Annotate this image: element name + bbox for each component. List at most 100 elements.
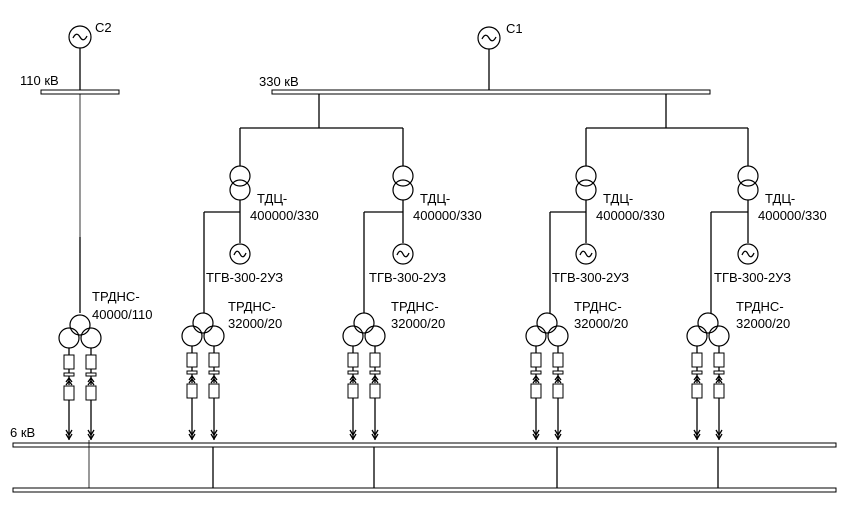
disconnector (85, 372, 97, 377)
plug-contact (532, 374, 540, 384)
breaker-box (552, 383, 564, 399)
winding-lv1 (342, 325, 364, 347)
bus-330kv-label: 330 кВ (259, 74, 299, 89)
breaker-box (691, 352, 703, 368)
breaker-box (186, 383, 198, 399)
plug-contact (87, 376, 95, 386)
step-up-transformer-label-line2: 400000/330 (596, 208, 665, 223)
bus-6kv-taps (88, 440, 719, 488)
breaker-box (63, 385, 75, 401)
winding-hv (575, 165, 597, 187)
breaker-box (691, 383, 703, 399)
plug-contact (65, 376, 73, 386)
generator-circle (737, 243, 759, 265)
plug-contact (715, 374, 723, 384)
winding-hv (737, 165, 759, 187)
disconnector (186, 370, 198, 375)
bus-6kv-section-a (12, 442, 837, 448)
plug-contact (210, 429, 218, 441)
auxiliary-transformer (686, 312, 730, 347)
plug-contact (349, 374, 357, 384)
step-up-transformer (229, 165, 251, 201)
disconnector (552, 370, 564, 375)
plug-contact (65, 429, 73, 441)
step-up-transformer-label-line2: 400000/330 (758, 208, 827, 223)
auxiliary-transformer-label-line1: ТРДНС- (736, 299, 784, 314)
reserve-aux-transformer (58, 314, 102, 349)
winding-lv (575, 179, 597, 201)
winding-lv1 (686, 325, 708, 347)
disconnector (369, 370, 381, 375)
bus-6kv-label: 6 кВ (10, 425, 35, 440)
auxiliary-transformer (181, 312, 225, 347)
breaker-box (186, 352, 198, 368)
step-up-transformer (737, 165, 759, 201)
breaker-box (63, 354, 75, 370)
disconnector (530, 370, 542, 375)
generator-wave (741, 250, 755, 258)
breaker-box (85, 354, 97, 370)
plug-contact (87, 429, 95, 441)
bus-330kv (271, 89, 711, 95)
disconnector (713, 370, 725, 375)
breaker-box (530, 383, 542, 399)
step-up-transformer-label-line1: ТДЦ- (603, 191, 633, 206)
auxiliary-transformer-label-line2: 32000/20 (736, 316, 790, 331)
auxiliary-transformer-label-line2: 32000/20 (391, 316, 445, 331)
plug-contact (715, 429, 723, 441)
auxiliary-transformer (525, 312, 569, 347)
step-up-transformer-label-line1: ТДЦ- (420, 191, 450, 206)
winding-lv1 (181, 325, 203, 347)
breaker-box (552, 352, 564, 368)
generator-circle (392, 243, 414, 265)
generator-label: ТГВ-300-2УЗ (206, 270, 283, 285)
winding-lv2 (203, 325, 225, 347)
auxiliary-transformer-label-line1: ТРДНС- (228, 299, 276, 314)
plug-contact (371, 374, 379, 384)
breaker-box (713, 383, 725, 399)
generator-label: ТГВ-300-2УЗ (552, 270, 629, 285)
hv-branches (239, 94, 749, 166)
generator-wave (396, 250, 410, 258)
switchgear-chain (691, 346, 703, 441)
step-up-transformer-label-line2: 400000/330 (250, 208, 319, 223)
plug-contact (693, 429, 701, 441)
generator-wave (233, 250, 247, 258)
winding-hv (229, 165, 251, 187)
switchgear-chain (63, 348, 75, 441)
switchgear-chain (369, 346, 381, 441)
auxiliary-transformer-label-line2: 32000/20 (228, 316, 282, 331)
generating-units: ТДЦ-400000/330ТГВ-300-2УЗТРДНС-32000/20Т… (181, 165, 827, 441)
breaker-box (369, 383, 381, 399)
disconnector (691, 370, 703, 375)
breaker-box (85, 385, 97, 401)
switchgear-chain (713, 346, 725, 441)
disconnector (63, 372, 75, 377)
plug-contact (532, 429, 540, 441)
auxiliary-transformer (342, 312, 386, 347)
winding-hv (353, 312, 375, 334)
source-c2 (68, 25, 92, 91)
step-up-transformer (392, 165, 414, 201)
breaker-box (347, 352, 359, 368)
generator-circle (229, 243, 251, 265)
step-up-transformer (575, 165, 597, 201)
winding-lv2 (547, 325, 569, 347)
auxiliary-transformer-label-line1: ТРДНС- (391, 299, 439, 314)
generator-circle (575, 243, 597, 265)
winding-hv (536, 312, 558, 334)
breaker-box (369, 352, 381, 368)
winding-lv (392, 179, 414, 201)
generator-label: ТГВ-300-2УЗ (369, 270, 446, 285)
winding-lv (229, 179, 251, 201)
step-up-transformer-label-line2: 400000/330 (413, 208, 482, 223)
bus-110kv (40, 89, 120, 95)
source-c2-label: С2 (95, 20, 112, 35)
generator-symbol (229, 243, 251, 265)
step-up-transformer-label-line1: ТДЦ- (765, 191, 795, 206)
disconnector (208, 370, 220, 375)
reserve-aux-transformer-label-line2: 40000/110 (92, 307, 153, 322)
